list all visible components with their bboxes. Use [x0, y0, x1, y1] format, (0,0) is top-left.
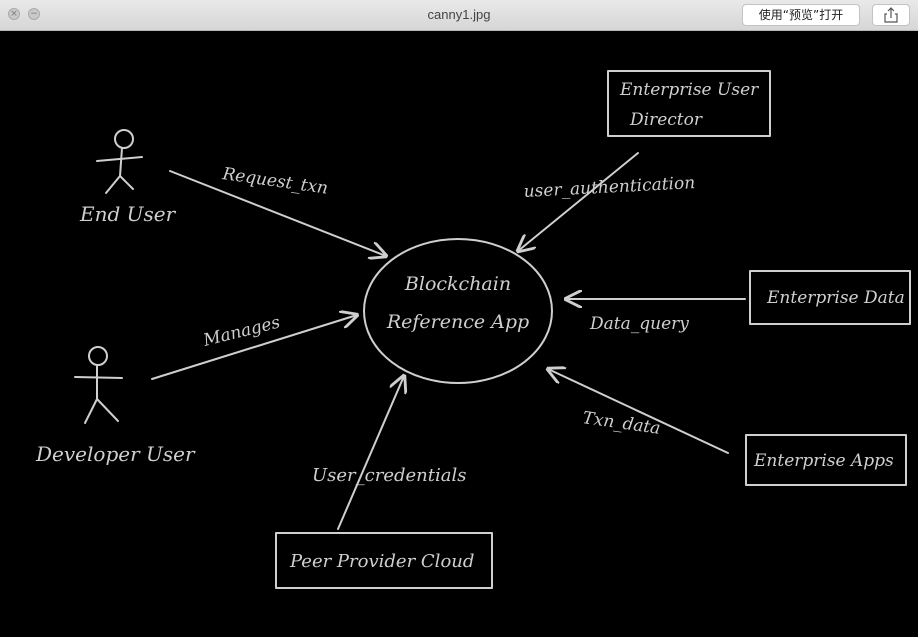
request-arrow-label: Request_txn	[220, 164, 329, 199]
txn-arrow-label: Txn_data	[581, 408, 661, 439]
end-user-actor-icon	[96, 129, 143, 194]
center-label-line1: Blockchain	[404, 273, 511, 295]
manages-arrow-label: Manages	[200, 312, 282, 351]
developer-user-label: Developer User	[35, 442, 196, 466]
enterprise-apps-box	[745, 434, 907, 486]
query-arrow-label: Data_query	[589, 314, 689, 334]
creds-arrow	[337, 376, 404, 530]
enterprise-data-box	[749, 270, 911, 325]
peer-provider-cloud-box	[275, 532, 493, 589]
request-arrow	[169, 170, 386, 256]
window-title: canny1.jpg	[427, 7, 491, 22]
enterprise-data-label: Enterprise Data	[766, 288, 905, 308]
developer-user-actor-icon	[74, 346, 123, 424]
directory-label-line2: Director	[629, 110, 703, 130]
directory-label-line1: Enterprise User	[619, 80, 759, 100]
minimize-window-icon[interactable]: −	[28, 8, 40, 20]
diagram: End User Developer User Blockchain Refer…	[35, 70, 911, 589]
auth-arrow	[518, 152, 639, 251]
peer-provider-cloud-label: Peer Provider Cloud	[289, 551, 474, 572]
manages-arrow	[151, 315, 357, 380]
enterprise-directory-box	[607, 70, 771, 137]
image-canvas: End User Developer User Blockchain Refer…	[0, 31, 918, 632]
center-label-line2: Reference App	[386, 311, 529, 333]
auth-arrow-label: user_authentication	[523, 173, 695, 202]
share-button[interactable]	[872, 4, 910, 26]
txn-arrow	[548, 369, 729, 454]
close-window-icon[interactable]: ×	[8, 8, 20, 20]
creds-arrow-label: User_credentials	[312, 465, 467, 486]
end-user-label: End User	[79, 202, 177, 226]
share-icon	[884, 7, 898, 23]
open-with-preview-button[interactable]: 使用“预览”打开	[742, 4, 860, 26]
blockchain-app-node	[363, 238, 553, 384]
enterprise-apps-label: Enterprise Apps	[753, 451, 894, 471]
window-titlebar: × − canny1.jpg 使用“预览”打开	[0, 0, 918, 31]
